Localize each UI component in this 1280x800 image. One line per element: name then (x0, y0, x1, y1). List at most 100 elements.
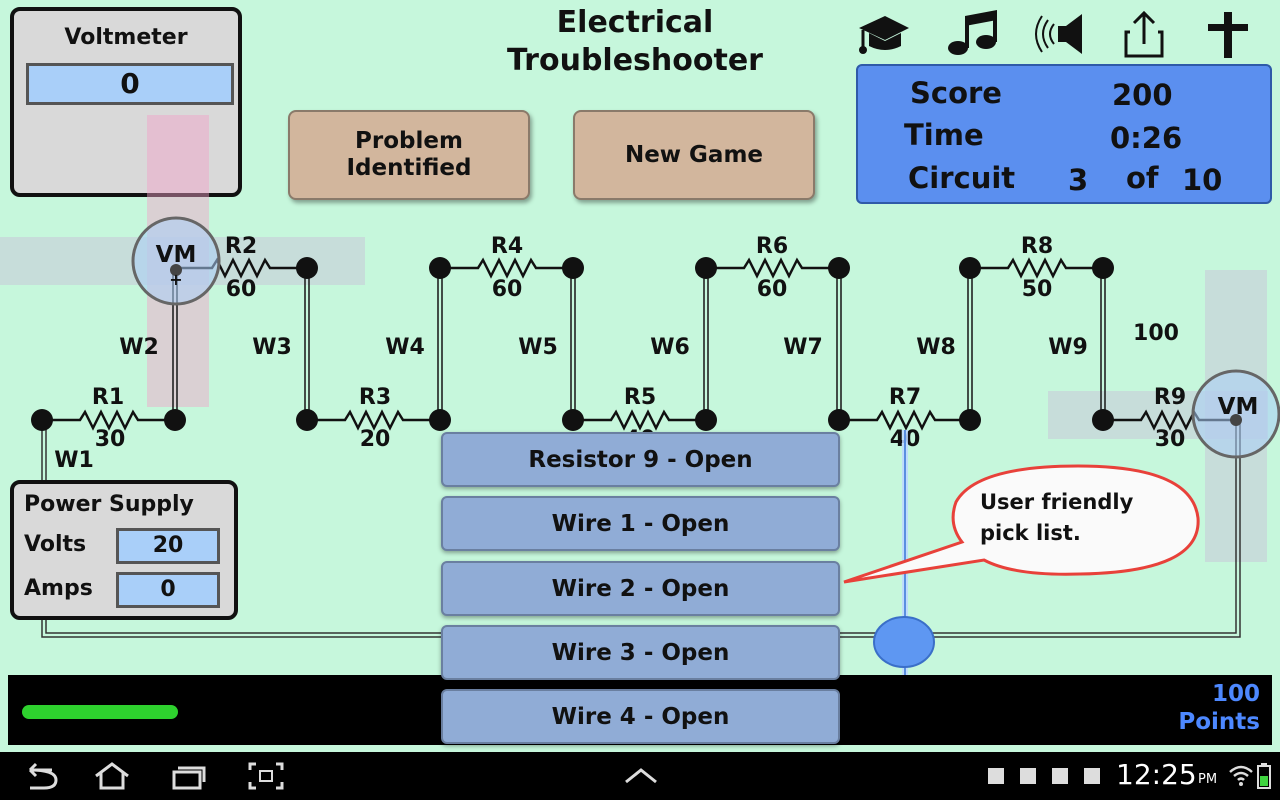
wire-w4[interactable] (437, 268, 443, 418)
time-value: 0:26 (1110, 121, 1183, 155)
node[interactable] (695, 409, 717, 431)
voltmeter-reading: 0 (26, 63, 234, 105)
system-clock-ampm: PM (1198, 772, 1218, 787)
volts-label: Volts (24, 532, 87, 557)
pick-list-item[interactable]: Resistor 9 - Open (441, 432, 840, 487)
points-value: 100 (1211, 681, 1260, 707)
node[interactable] (828, 257, 850, 279)
wifi-icon (1229, 765, 1253, 786)
add-icon[interactable] (1200, 8, 1256, 60)
wire-w5[interactable] (570, 268, 576, 418)
time-label: Time (904, 118, 984, 152)
node[interactable] (959, 409, 981, 431)
battery-icon (1257, 763, 1271, 789)
voltmeter-probe-negative[interactable]: VM (1191, 369, 1280, 459)
circuit-label: Circuit (908, 161, 1016, 195)
pick-list-item[interactable]: Wire 2 - Open (441, 561, 840, 616)
node[interactable] (164, 409, 186, 431)
node[interactable] (31, 409, 53, 431)
pick-list-item[interactable]: Wire 1 - Open (441, 496, 840, 551)
node[interactable] (1092, 409, 1114, 431)
resistor-r1[interactable] (42, 409, 175, 431)
resistor-r4[interactable] (440, 257, 573, 279)
app-title: Electrical Troubleshooter (507, 5, 763, 78)
voltmeter-title: Voltmeter (64, 25, 188, 50)
pick-list-item[interactable]: Wire 3 - Open (441, 625, 840, 680)
facebook-icon (1084, 768, 1100, 784)
node[interactable] (296, 257, 318, 279)
wire-w7-label: W7 (783, 335, 823, 360)
resistor-r6-label: R6 (756, 234, 788, 259)
resistor-r1-value: 30 (95, 427, 126, 452)
power-supply-panel: Power Supply Volts 20 Amps 0 (10, 480, 238, 620)
facebook-icon (1052, 768, 1068, 784)
resistor-r5[interactable] (573, 409, 706, 431)
wire-w3[interactable] (304, 268, 310, 418)
node[interactable] (828, 409, 850, 431)
wire-w6-label: W6 (650, 335, 690, 360)
wire-w2-label: W2 (119, 335, 159, 360)
volts-field[interactable]: 20 (116, 528, 220, 564)
graduation-cap-icon[interactable] (855, 8, 911, 60)
resistor-r3-value: 20 (360, 427, 391, 452)
share-icon[interactable] (1116, 8, 1172, 60)
probe-label: VM (156, 242, 197, 268)
resistor-r9-value: 30 (1155, 427, 1186, 452)
resistor-r8-value: 50 (1022, 277, 1053, 302)
resistor-r7[interactable] (839, 409, 970, 431)
circuit-of: of (1126, 161, 1159, 195)
system-clock: 12:25 (1116, 758, 1197, 791)
node[interactable] (1092, 257, 1114, 279)
resistor-r1-label: R1 (92, 385, 124, 410)
wire-w9[interactable] (1100, 268, 1106, 418)
home-icon[interactable] (92, 760, 132, 792)
callout-bubble (843, 464, 1200, 584)
node[interactable] (562, 409, 584, 431)
resistor-r3-label: R3 (359, 385, 391, 410)
circuit-total: 10 (1182, 163, 1223, 197)
new-game-button[interactable]: New Game (573, 110, 815, 200)
resistor-r7-label: R7 (889, 385, 921, 410)
resistor-r6[interactable] (706, 257, 839, 279)
scroll-thumb[interactable] (872, 614, 936, 670)
chevron-up-icon[interactable] (622, 764, 660, 788)
wire-w8[interactable] (967, 268, 973, 418)
progress-bar (22, 705, 178, 719)
wire-w6[interactable] (703, 268, 709, 418)
back-icon[interactable] (20, 760, 60, 792)
voltmeter-probe-positive[interactable]: VM + (131, 216, 221, 306)
facebook-icon (1020, 768, 1036, 784)
resistor-r4-label: R4 (491, 234, 523, 259)
scroll-track-core (904, 430, 906, 742)
resistor-r6-value: 60 (757, 277, 788, 302)
points-display: 100 Points (1160, 680, 1260, 736)
node[interactable] (296, 409, 318, 431)
node[interactable] (429, 409, 451, 431)
screenshot-icon[interactable] (246, 760, 286, 792)
resistor-r2-value: 60 (226, 277, 257, 302)
node[interactable] (429, 257, 451, 279)
wire-w3-label: W3 (252, 335, 292, 360)
amps-label: Amps (24, 576, 93, 601)
pick-list-item[interactable]: Wire 4 - Open (441, 689, 840, 744)
wire-w8-label: W8 (916, 335, 956, 360)
node[interactable] (562, 257, 584, 279)
points-label: Points (1178, 709, 1260, 735)
problem-identified-button[interactable]: Problem Identified (288, 110, 530, 200)
node[interactable] (959, 257, 981, 279)
circuit-current: 3 (1068, 163, 1089, 197)
wire-w1-label: W1 (54, 448, 94, 473)
amps-field: 0 (116, 572, 220, 608)
probe-plus-sign: + (169, 270, 182, 289)
wire-w7[interactable] (836, 268, 842, 418)
resistor-r2-label: R2 (225, 234, 257, 259)
sound-icon[interactable] (1028, 8, 1084, 60)
music-icon[interactable] (944, 8, 1000, 60)
wire-w9-label: W9 (1048, 335, 1088, 360)
node[interactable] (695, 257, 717, 279)
recent-apps-icon[interactable] (168, 760, 208, 792)
resistor-r3[interactable] (307, 409, 440, 431)
power-supply-title: Power Supply (24, 492, 194, 517)
resistor-r8[interactable] (970, 257, 1103, 279)
